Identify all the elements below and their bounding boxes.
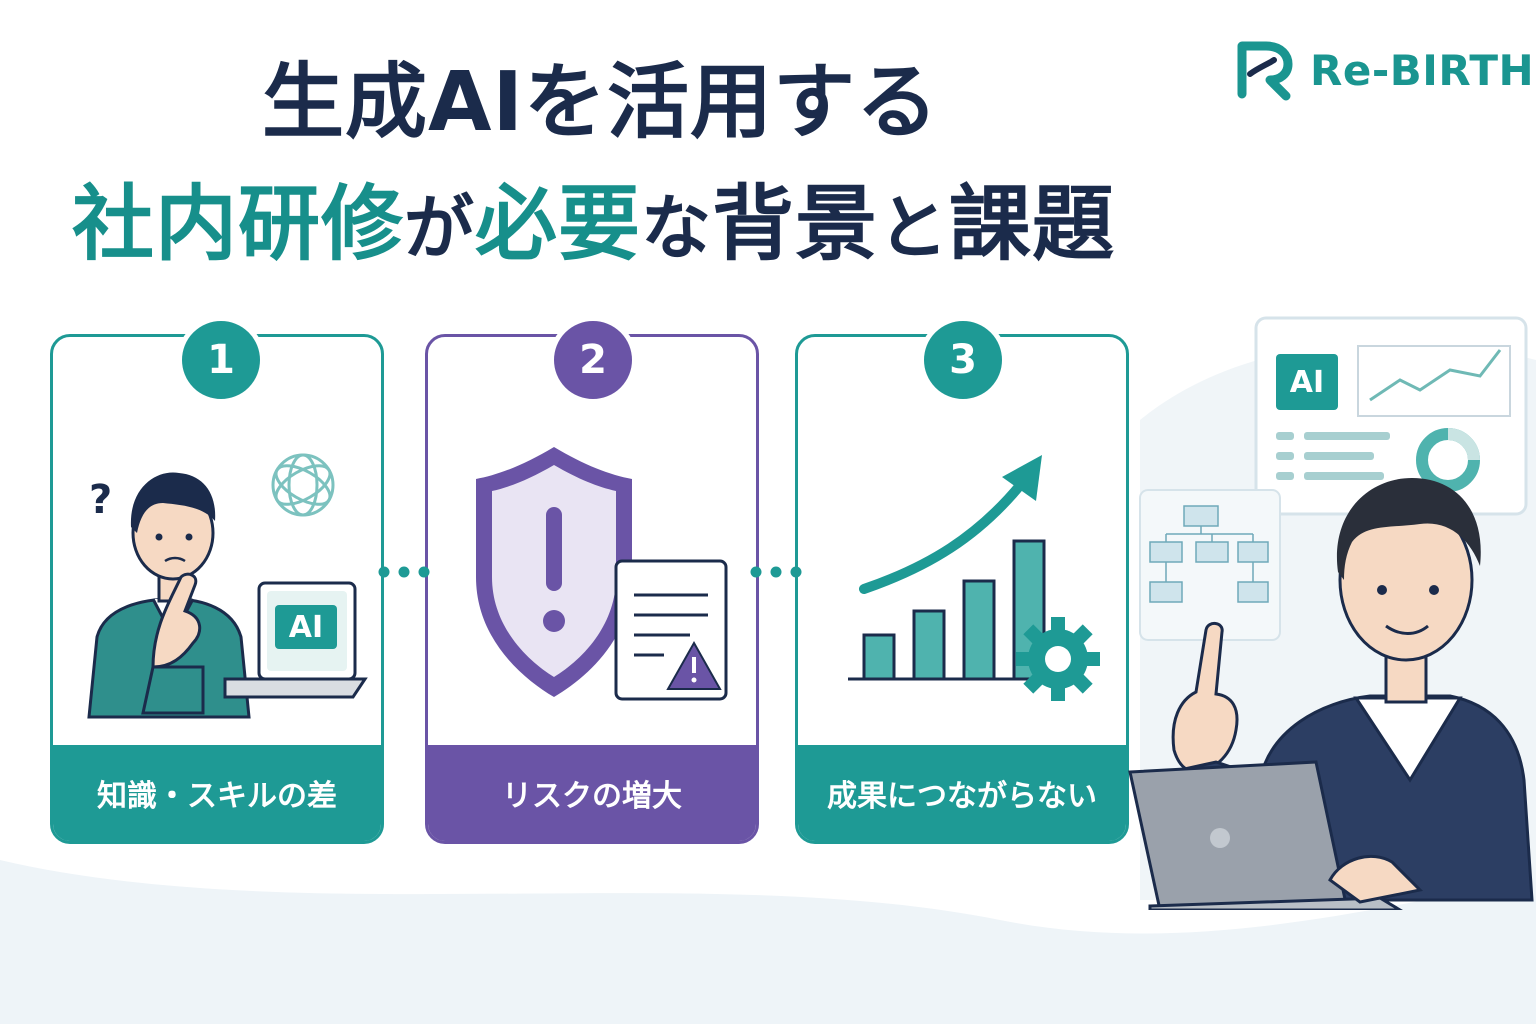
brand-logo: Re-BIRTH: [1228, 34, 1534, 106]
title-line-2: 社内研修が必要な背景と課題: [72, 177, 1116, 272]
card-no-results: 成果につながらない: [795, 334, 1129, 844]
card-2-number-badge: 2: [549, 316, 637, 404]
presenter-illustration: AI: [1120, 310, 1536, 912]
shield-alert-icon: [476, 447, 632, 697]
card-3-number-badge: 3: [919, 316, 1007, 404]
flowchart-panel: [1139, 489, 1281, 641]
document-warning-icon: [614, 559, 728, 701]
card-1-number-badge: 1: [177, 316, 265, 404]
connector-dots: [750, 566, 802, 578]
bar-chart-icon: [862, 539, 1046, 681]
svg-text:?: ?: [89, 477, 112, 523]
trend-arrow-icon: [859, 478, 1027, 594]
laptop-icon: [1128, 760, 1406, 912]
title-segment: が: [404, 187, 476, 269]
title-segment: 必要: [475, 177, 642, 272]
shield-warning-illustration: [476, 447, 728, 701]
card-1-label: 知識・スキルの差: [53, 745, 381, 841]
dashboard-ai-text: AI: [1289, 364, 1325, 400]
connector-dots: [378, 566, 430, 578]
laptop-ai-text: AI: [288, 609, 324, 645]
confused-person-illustration: ?: [87, 453, 368, 719]
laptop-icon: [223, 581, 368, 699]
card-risk-increase: リスクの増大: [425, 334, 759, 844]
card-2-label: リスクの増大: [428, 745, 756, 841]
gear-icon: [1016, 617, 1100, 701]
card-3-label: 成果につながらない: [798, 745, 1126, 841]
dashboard-panel: [1254, 316, 1528, 516]
title-segment: 社内研修: [72, 177, 405, 272]
brand-mark-icon: [1237, 41, 1293, 101]
title-segment: と: [878, 187, 950, 269]
presenter-scene: [1128, 316, 1534, 912]
title-segment: 背景: [712, 177, 879, 272]
title-line-1: 生成AIを活用する: [262, 55, 939, 150]
title-segment: な: [641, 187, 713, 269]
brand-name: Re-BIRTH: [1310, 46, 1535, 95]
ai-swirl-icon: [271, 453, 335, 517]
pointing-hand-icon: [1171, 622, 1239, 774]
title-segment: 課題: [949, 177, 1116, 272]
growth-chart-illustration: [848, 455, 1100, 701]
card-knowledge-gap: ? AI 知識・スキルの差: [50, 334, 384, 844]
